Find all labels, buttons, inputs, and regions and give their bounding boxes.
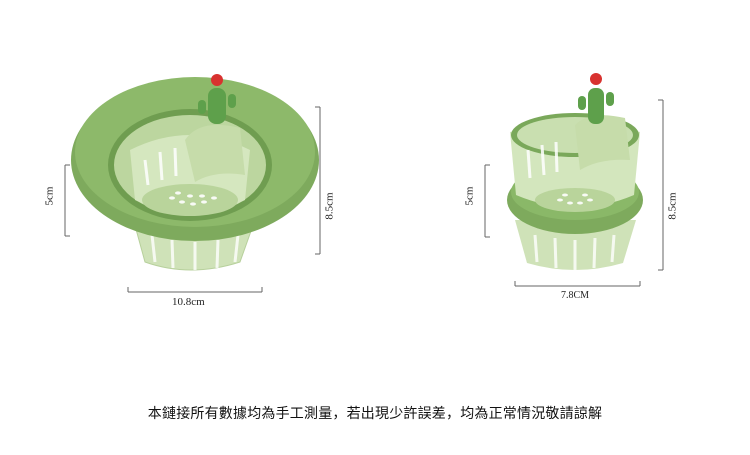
small-cactus-handle-icon <box>578 73 614 124</box>
small-diameter-label: 7.8CM <box>561 290 590 301</box>
measurement-disclaimer: 本鏈接所有數據均為手工測量，若出現少許誤差，均為正常情況敬請諒解 <box>147 406 603 422</box>
large-diameter-label: 10.8cm <box>172 296 205 308</box>
small-height-label: 5cm <box>463 186 476 206</box>
cactus-handle-icon <box>198 74 236 124</box>
small-total-height-label: 8.5cm <box>666 192 679 220</box>
